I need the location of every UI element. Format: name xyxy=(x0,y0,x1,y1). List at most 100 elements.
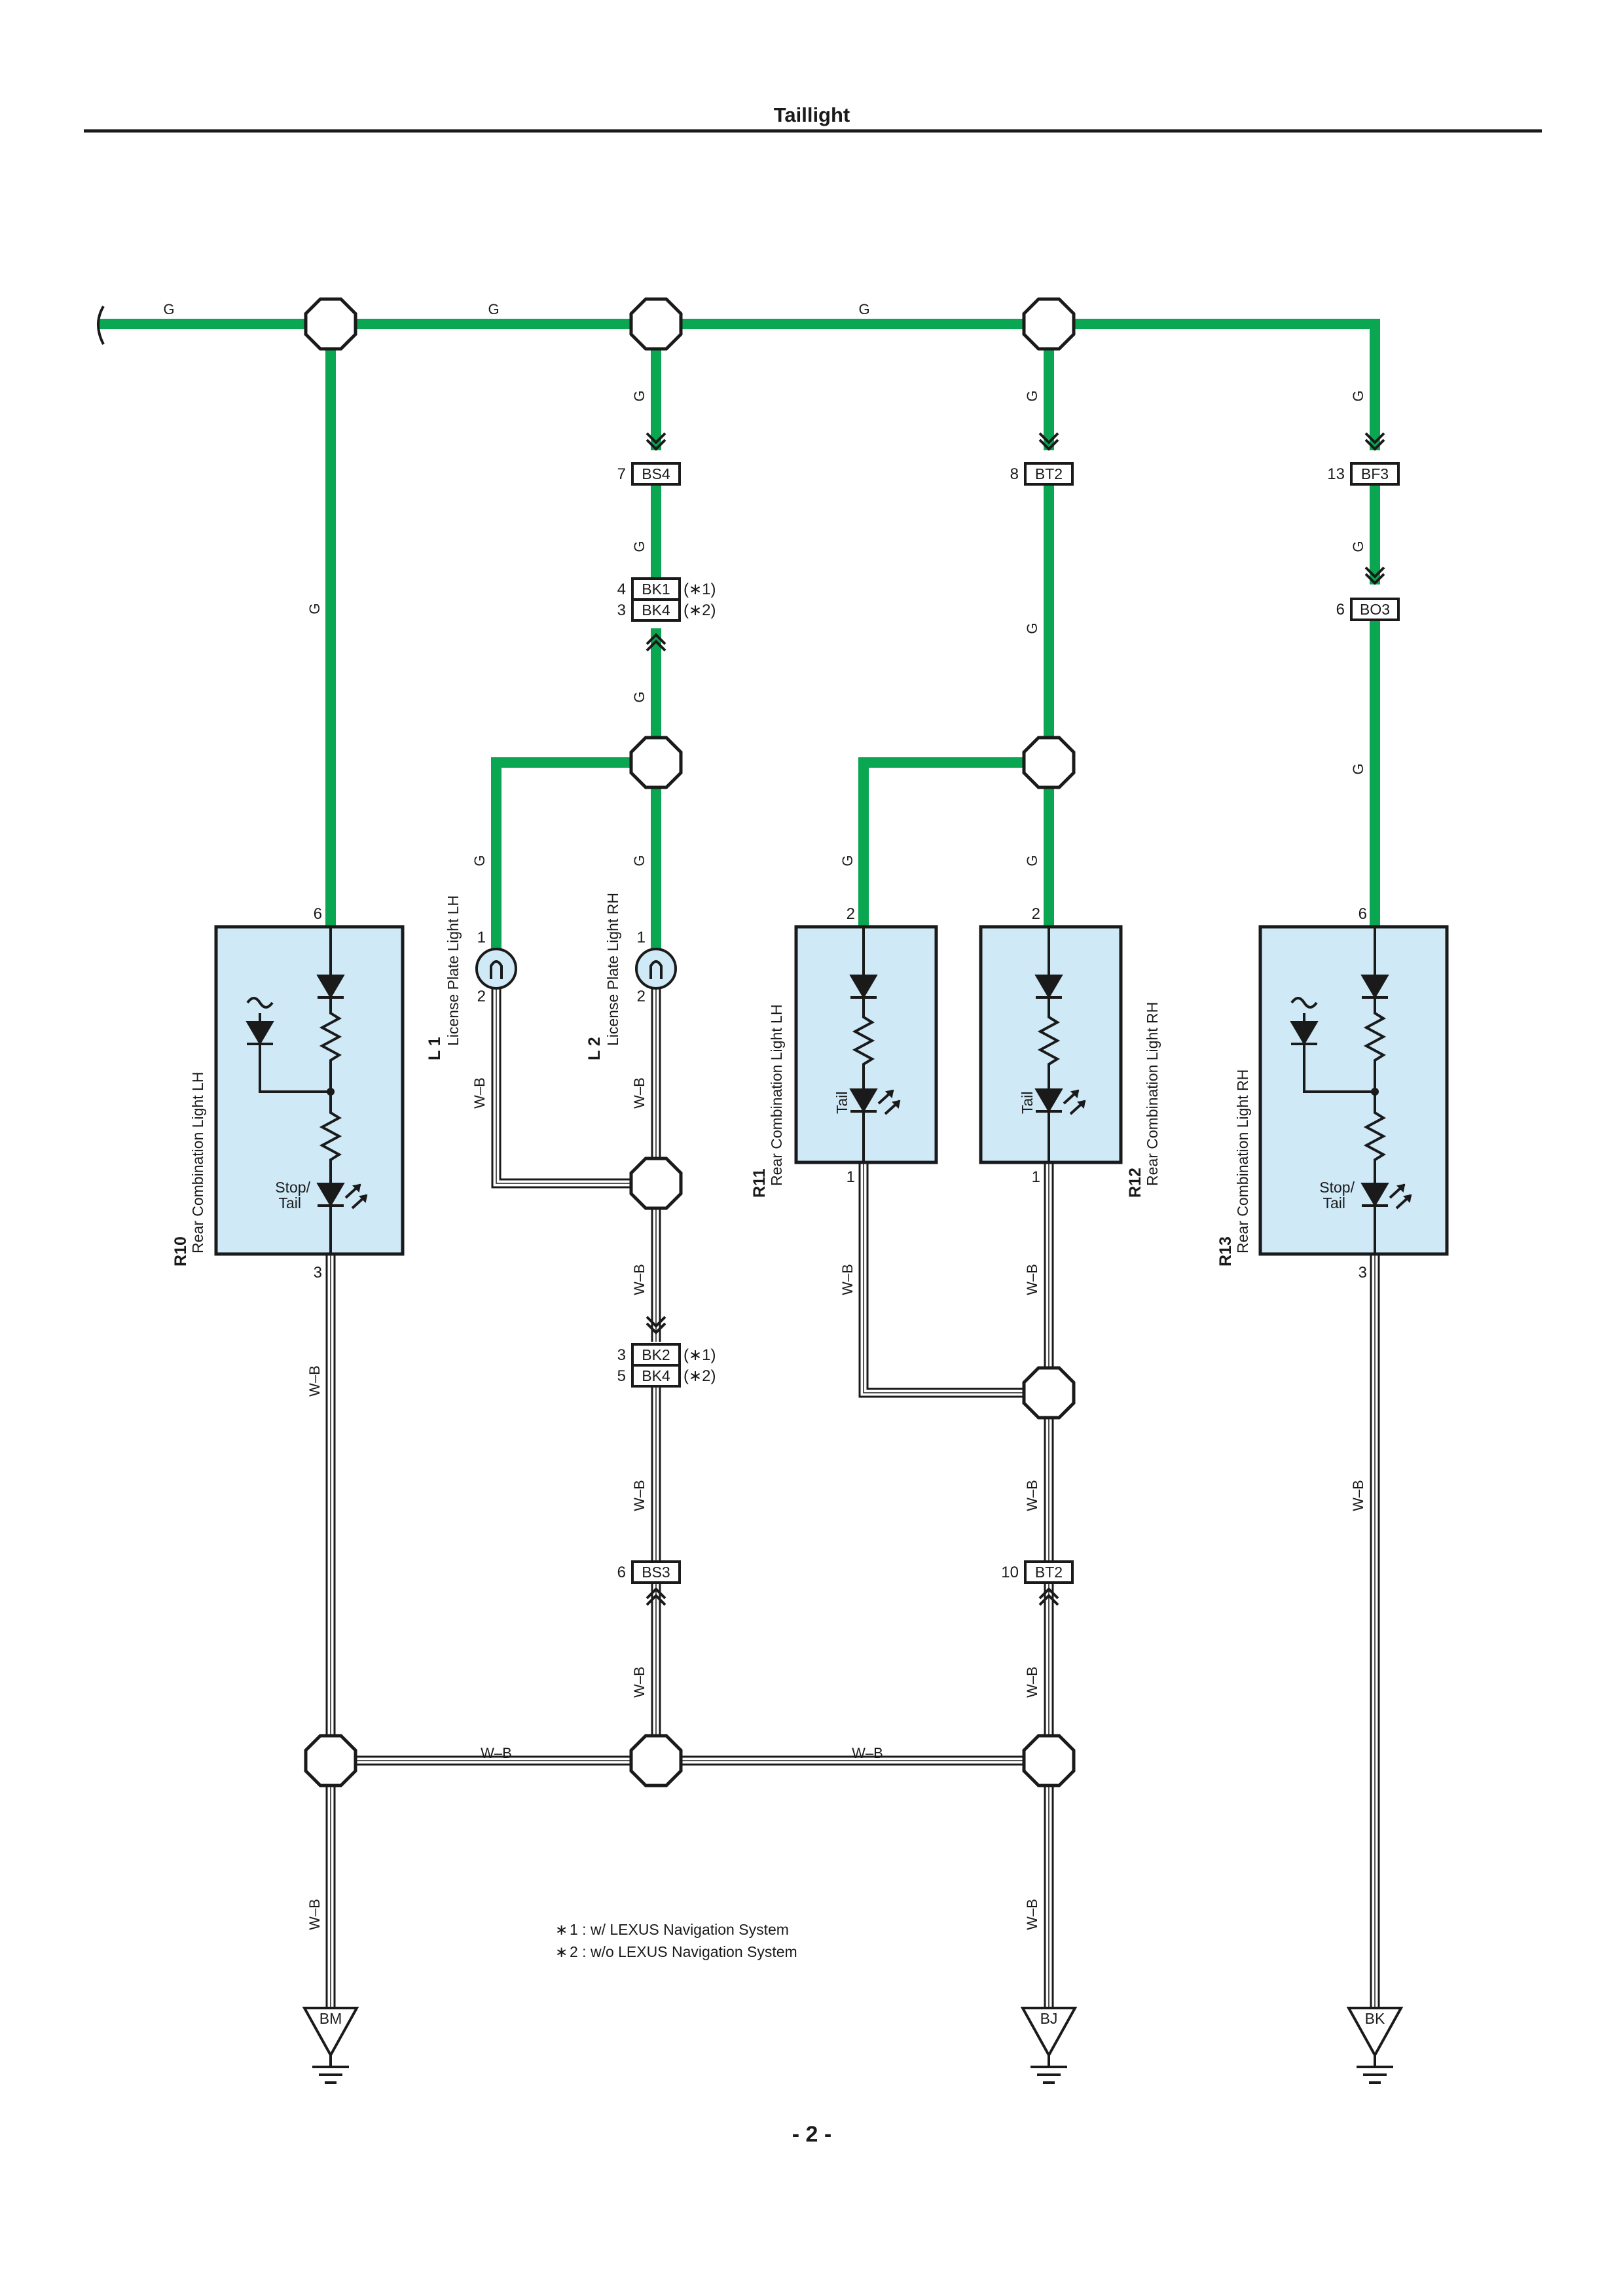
connector-bs4 xyxy=(631,462,681,486)
r11-code: R11 xyxy=(750,1168,769,1198)
r11-pin-in: 2 xyxy=(847,905,855,923)
wire-label-g: G xyxy=(1350,390,1366,401)
connector-bf3-label: BF3 xyxy=(1361,465,1389,482)
l2-pin-in: 1 xyxy=(637,929,646,946)
bo3-chevron xyxy=(1364,566,1385,585)
wire-label-wb: W–B xyxy=(1024,1480,1040,1511)
bf3-chevron xyxy=(1364,432,1385,451)
wire-label-wb: W–B xyxy=(306,1365,323,1397)
footnote-2-text: 2 : w/o LEXUS Navigation System xyxy=(570,1943,797,1960)
wire-label-g: G xyxy=(163,301,174,317)
r10-code: R10 xyxy=(172,1236,190,1266)
wire-label-wb: W–B xyxy=(481,1745,512,1761)
ground-symbol xyxy=(302,2007,359,2084)
connector-bk4-top-note: (∗2) xyxy=(684,601,716,619)
r12-name: Rear Combination Light RH xyxy=(1144,1002,1161,1186)
connector-bo3-pin: 6 xyxy=(1336,601,1345,619)
footnote-1-mark: ∗ xyxy=(555,1921,568,1938)
r10-name: Rear Combination Light LH xyxy=(189,1072,206,1253)
l1-pin-in: 1 xyxy=(477,929,486,946)
r13-code: R13 xyxy=(1216,1236,1235,1266)
connector-bs3-label: BS3 xyxy=(642,1564,670,1581)
r12-code: R12 xyxy=(1126,1168,1144,1198)
l1-filament xyxy=(490,960,503,979)
wb-wire-stripe xyxy=(863,1162,1049,1393)
wire-label-g: G xyxy=(631,390,647,401)
g-to-r11 xyxy=(858,757,1054,932)
connector-bk1-note: (∗1) xyxy=(684,581,716,598)
connector-bk4-top xyxy=(631,598,681,622)
connector-bk1-label: BK1 xyxy=(642,581,670,598)
connector-bt2-low-pin: 10 xyxy=(1001,1564,1019,1581)
r13-pin-in: 6 xyxy=(1359,905,1367,923)
connector-bt2-top xyxy=(1024,462,1074,486)
junctions xyxy=(304,297,1076,1787)
r13-circuit xyxy=(1290,927,1412,1254)
r11-pin-out: 1 xyxy=(847,1168,855,1186)
wire-label-wb: W–B xyxy=(1350,1480,1366,1511)
wire-label-g: G xyxy=(471,855,488,866)
junction-point xyxy=(629,297,683,351)
component-r10: 6 3 Stop/ Tail R10 Rear Combination Ligh… xyxy=(172,905,405,1282)
connector-bk2-label: BK2 xyxy=(642,1346,670,1363)
grounds xyxy=(302,2007,1404,2084)
junction-point xyxy=(1022,736,1076,789)
footnotes: ∗ 1 : w/ LEXUS Navigation System ∗ 2 : w… xyxy=(555,1921,797,1960)
component-r12: 2 1 Tail R12 Rear Combination Light RH xyxy=(979,905,1161,1198)
connector-bk4-low-note: (∗2) xyxy=(684,1367,716,1385)
junction-point xyxy=(304,1734,357,1787)
bt2-low-chevron xyxy=(1038,1587,1059,1606)
junction-point xyxy=(1022,1734,1076,1787)
footnote-2-mark: ∗ xyxy=(555,1943,568,1960)
connector-bt2-low xyxy=(1024,1560,1074,1584)
connector-bk1-pin: 4 xyxy=(617,581,626,598)
wire-label-wb: W–B xyxy=(1024,1899,1040,1930)
l1-code: L 1 xyxy=(426,1037,444,1060)
connector-bs3-pin: 6 xyxy=(617,1564,626,1581)
bs4-chevron xyxy=(646,432,666,451)
l2-name: License Plate Light RH xyxy=(604,893,621,1046)
g-wires xyxy=(98,319,1380,951)
wire-label-wb: W–B xyxy=(1024,1666,1040,1698)
r11-lamp-label: Tail xyxy=(833,1091,850,1114)
wire-label-g: G xyxy=(1024,622,1040,634)
wire-label-g: G xyxy=(1024,390,1040,401)
wire-label-g: G xyxy=(858,301,869,317)
ground-symbol xyxy=(1020,2007,1078,2084)
r13-pin-out: 3 xyxy=(1359,1264,1367,1282)
wire-label-wb: W–B xyxy=(631,1077,647,1109)
connector-bk4-low-label: BK4 xyxy=(642,1367,670,1384)
g-main-bus xyxy=(98,319,1380,450)
wire-label-g: G xyxy=(306,603,323,614)
wire-label-g: G xyxy=(1024,855,1040,866)
r12-pin-in: 2 xyxy=(1032,905,1040,923)
wire-label-wb: W–B xyxy=(852,1745,883,1761)
wire-label-g: G xyxy=(488,301,499,317)
connector-bf3-pin: 13 xyxy=(1327,465,1345,483)
bk4-chevron xyxy=(646,633,666,652)
connector-bo3-label: BO3 xyxy=(1360,601,1390,618)
l2-bulb xyxy=(635,948,677,990)
component-l1: 1 2 L 1 License Plate Light LH xyxy=(426,895,517,1060)
connector-bk1 xyxy=(631,577,681,601)
junction-point xyxy=(629,1734,683,1787)
r12-lamp-label: Tail xyxy=(1019,1091,1036,1114)
connector-bt2-low-label: BT2 xyxy=(1035,1564,1063,1581)
junction-point xyxy=(1022,297,1076,351)
wire-label-g: G xyxy=(631,541,647,552)
ground-bj-label: BJ xyxy=(1040,2010,1058,2027)
ground-symbol xyxy=(1346,2007,1404,2084)
wire-label-wb: W–B xyxy=(631,1480,647,1511)
r11-circuit xyxy=(849,927,901,1162)
wb-wire xyxy=(858,1162,1049,1398)
r13-lamp-label-1: Stop/ xyxy=(1319,1179,1355,1196)
junction-point xyxy=(629,1157,683,1210)
connector-bt2-top-label: BT2 xyxy=(1035,465,1063,482)
junction-point xyxy=(304,297,357,351)
wb-wire-stripe xyxy=(496,988,656,1184)
connector-bf3 xyxy=(1350,462,1400,486)
wire-label-wb: W–B xyxy=(306,1899,323,1930)
l2-code: L 2 xyxy=(585,1037,604,1060)
r10-lamp-label-1: Stop/ xyxy=(275,1179,310,1196)
wire-label-wb: W–B xyxy=(631,1264,647,1295)
